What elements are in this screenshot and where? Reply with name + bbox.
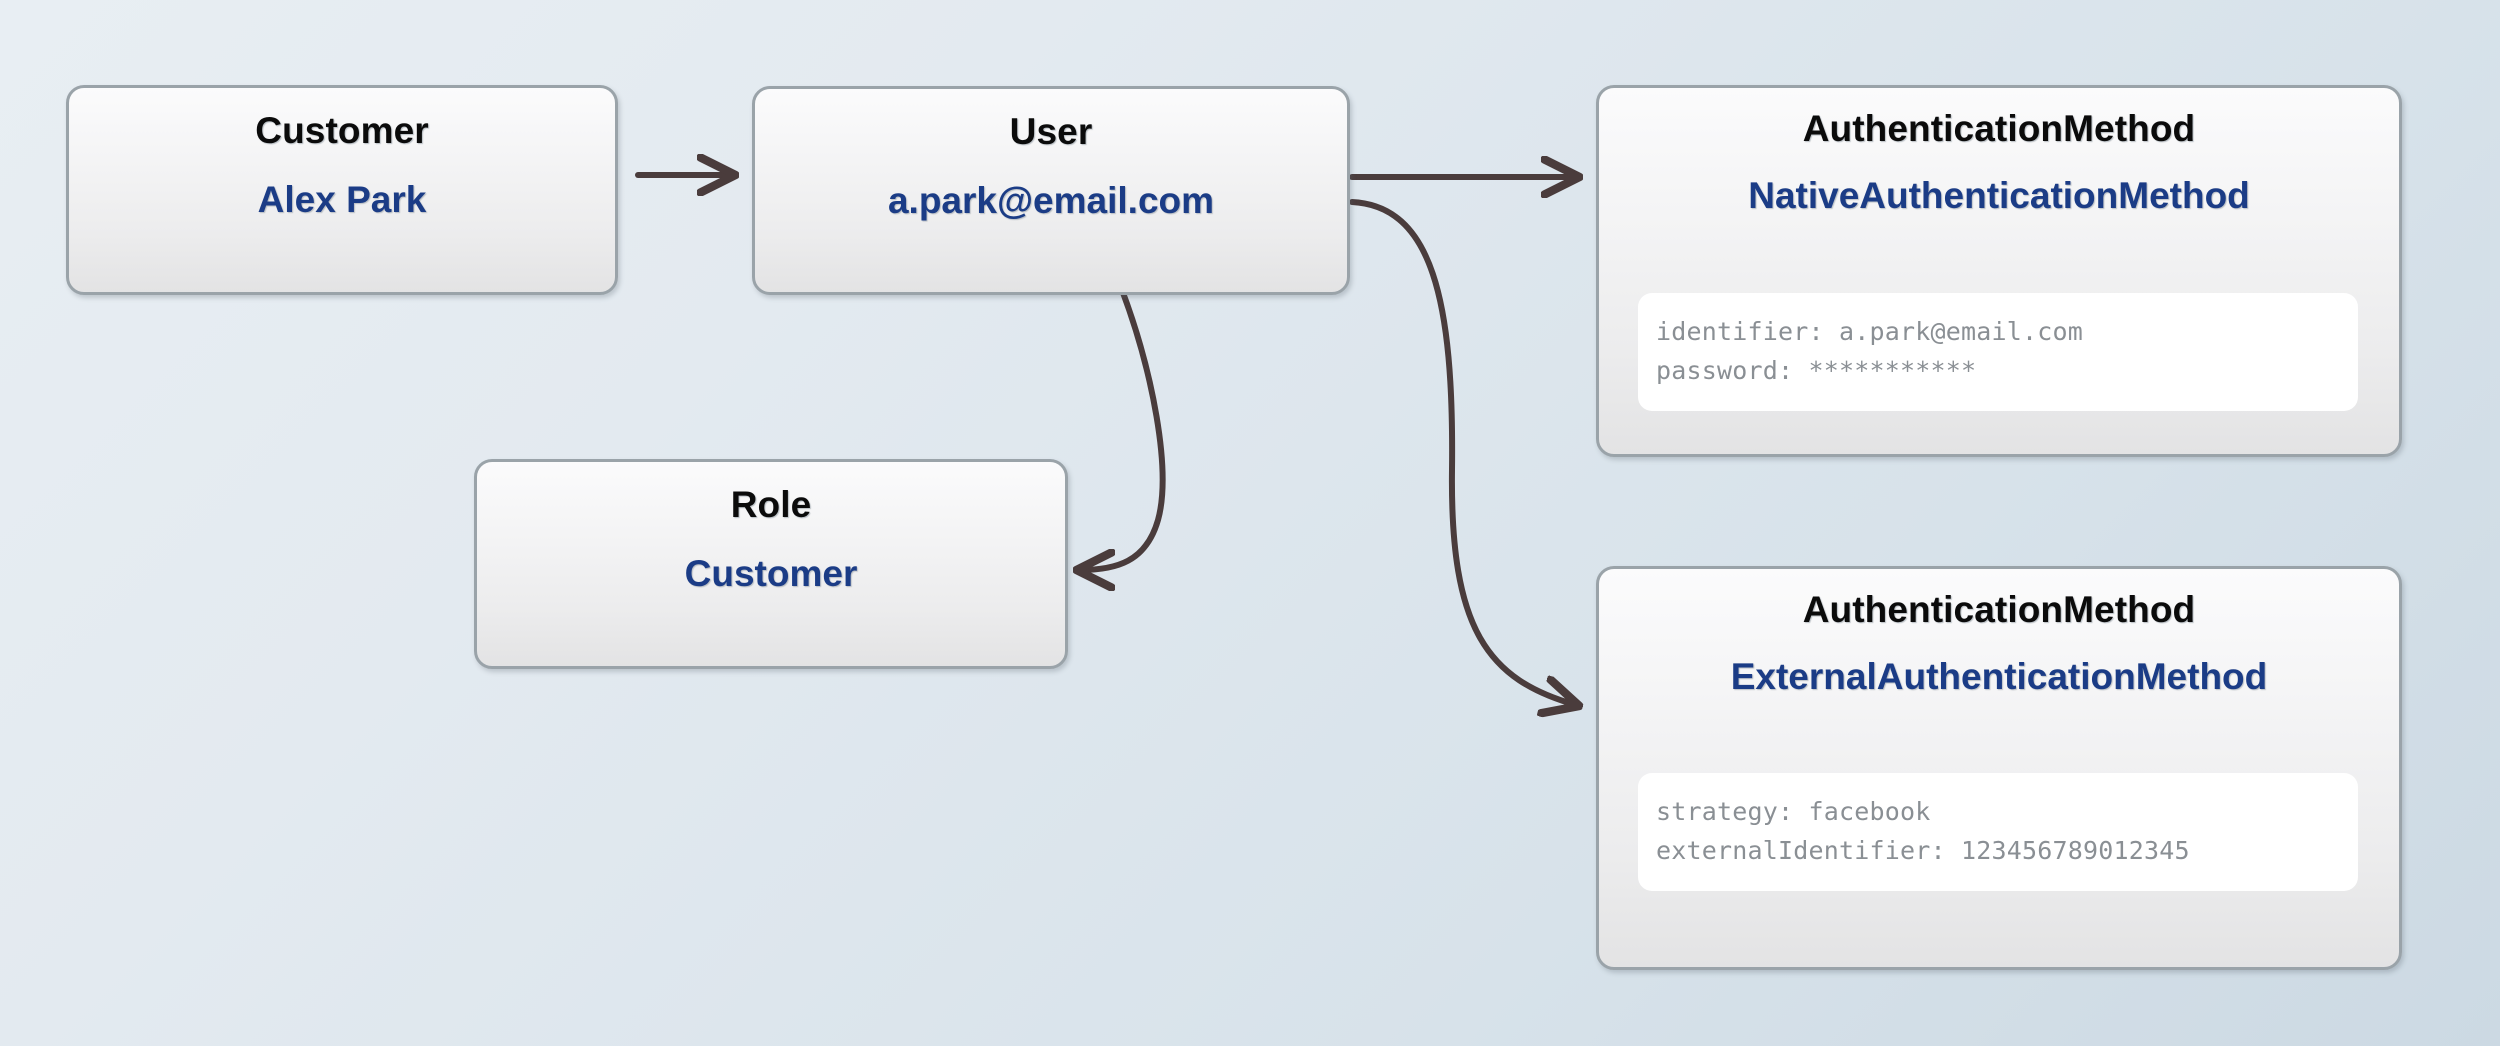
node-customer-name: Alex Park — [257, 178, 427, 220]
node-auth-external-type: AuthenticationMethod — [1802, 589, 2196, 630]
attribute-strategy: strategy: facebook — [1656, 797, 1931, 827]
node-auth-external-name: ExternalAuthenticationMethod — [1730, 655, 2268, 697]
edge-user-to-external-auth — [1349, 199, 1576, 705]
attribute-panel-native: identifier: a.park@email.com password: *… — [1638, 293, 2358, 411]
attribute-identifier: identifier: a.park@email.com — [1656, 317, 2084, 347]
node-user[interactable]: User a.park@email.com — [752, 86, 1350, 295]
node-customer[interactable]: Customer Alex Park — [66, 85, 618, 295]
edge-user-to-role — [1080, 287, 1166, 570]
node-role[interactable]: Role Customer — [474, 459, 1068, 669]
node-user-type: User — [1009, 111, 1093, 152]
node-customer-type: Customer — [255, 110, 429, 151]
node-role-type: Role — [730, 484, 812, 525]
attribute-external-identifier: externalIdentifier: 123456789012345 — [1656, 836, 2190, 865]
attribute-password: password: *********** — [1656, 356, 1977, 385]
node-auth-native-type: AuthenticationMethod — [1802, 108, 2196, 149]
node-authentication-method-native[interactable]: AuthenticationMethod NativeAuthenticatio… — [1596, 85, 2402, 457]
node-authentication-method-external[interactable]: AuthenticationMethod ExternalAuthenticat… — [1596, 566, 2402, 970]
node-auth-native-name: NativeAuthenticationMethod — [1748, 174, 2250, 216]
attribute-panel-external: strategy: facebook externalIdentifier: 1… — [1638, 773, 2358, 891]
node-role-name: Customer — [684, 552, 858, 594]
node-user-name: a.park@email.com — [887, 179, 1215, 221]
